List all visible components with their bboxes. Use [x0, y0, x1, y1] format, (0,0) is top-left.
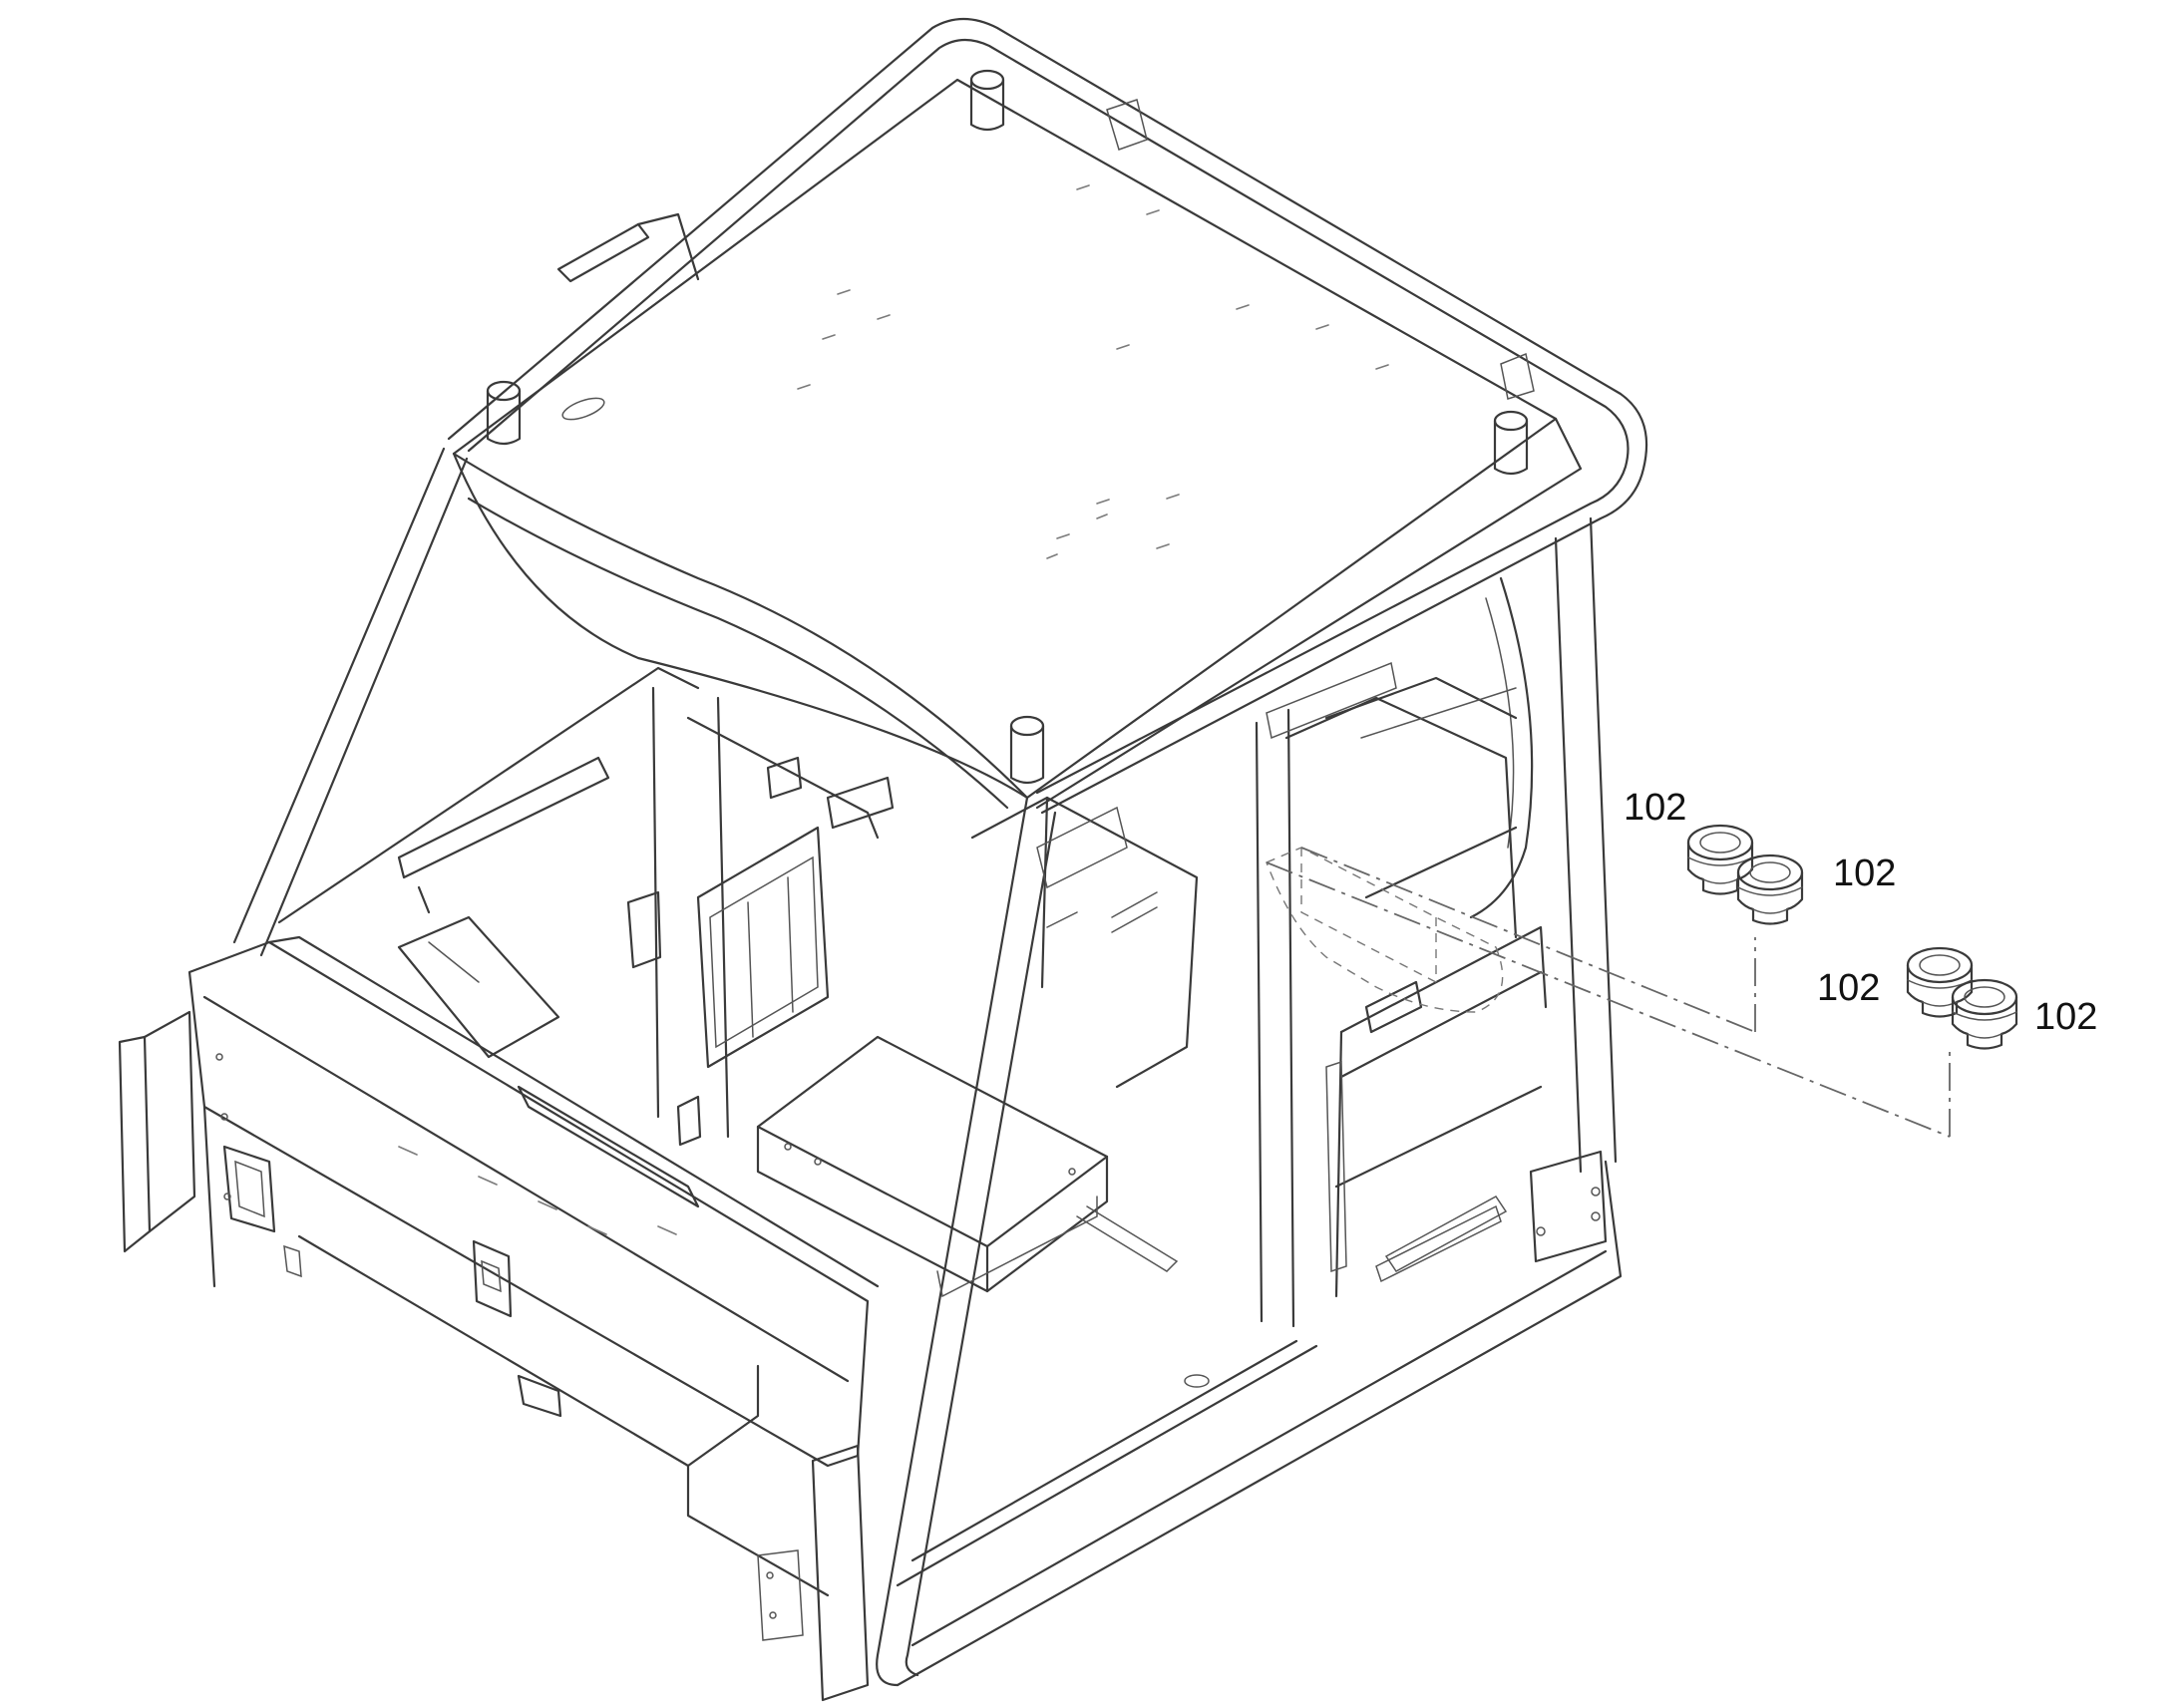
- cab-interior-frame: [277, 661, 1548, 1298]
- cab-roof: [447, 18, 1648, 815]
- roof-post-front-right: [1009, 715, 1045, 785]
- callout-102-upper-left: 102: [1624, 787, 1686, 829]
- bushing-part-102-lower-right[interactable]: [1951, 978, 2018, 1050]
- bushing-part-102-upper-right[interactable]: [1736, 854, 1804, 925]
- left-side-shield: [118, 1010, 231, 1288]
- roof-post-rear-right: [1493, 410, 1529, 476]
- bushing-part-102-lower-left[interactable]: [1906, 946, 1974, 1018]
- roof-post-front-left: [486, 380, 522, 446]
- callout-102-lower-right: 102: [2034, 996, 2097, 1038]
- bushing-part-102-upper-left[interactable]: [1686, 824, 1754, 895]
- roof-post-rear-left: [969, 69, 1005, 132]
- cab-pillars: [232, 447, 1618, 1687]
- roof-hole-marks: [797, 184, 1389, 559]
- callout-102-lower-left: 102: [1817, 967, 1880, 1009]
- callout-102-upper-right: 102: [1833, 853, 1896, 894]
- right-front-shield: [517, 1374, 870, 1702]
- front-dash-panel: [187, 935, 880, 1597]
- assembly-center-lines: [1266, 847, 1951, 1138]
- cab-floor-frame: [896, 1150, 1623, 1687]
- roof-mount-posts: [486, 69, 1529, 785]
